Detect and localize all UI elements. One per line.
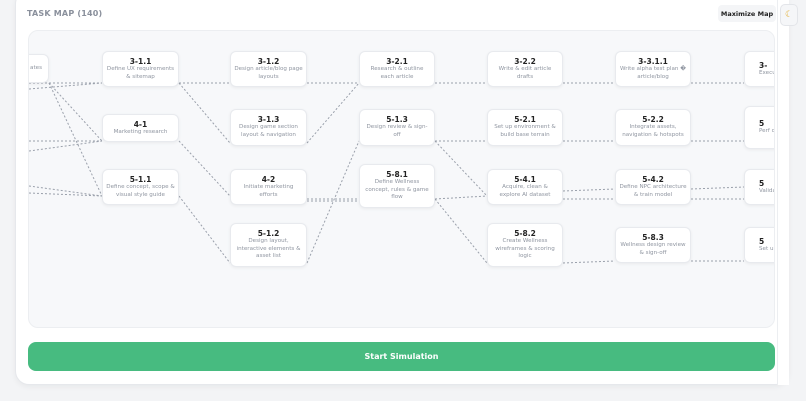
dependency-edge [562,188,616,192]
task-description: Define Wellness concept, rules & game fl… [365,179,429,201]
dependency-edge [178,140,231,197]
task-id: 5-2.2 [642,115,664,125]
dependency-edge [178,82,231,144]
dependency-edge [690,186,745,190]
task-description: Write alpha test plan � article/blog [620,65,686,80]
dependency-edge [306,82,360,144]
task-id: 5-8.1 [386,170,408,180]
task-id: 3-1.1 [129,56,152,66]
task-id: 4-2 [261,174,276,184]
task-description: Write & edit article drafts [498,65,552,80]
dependency-edge [562,260,616,264]
task-id: 5 [759,119,765,129]
task-id: 5-8.2 [514,229,536,239]
start-simulation-button[interactable]: Start Simulation [28,342,775,371]
dependency-edge [29,82,103,90]
dependency-edge [29,192,103,197]
task-description: Design article/blog page layouts [234,65,303,80]
task-id: 5 [759,236,765,246]
dependency-edge [434,140,488,197]
task-description: Execute regres [759,69,774,76]
moon-icon[interactable]: ☾ [780,4,798,26]
task-id: 4-1 [133,119,148,129]
task-id: 3-1.3 [257,115,280,125]
task-id: 3-1.2 [257,56,280,66]
scrollbar[interactable] [777,0,789,385]
task-id: 5 [759,178,765,188]
task-id: 3-2.1 [386,56,408,66]
task-id: 5-1.3 [386,115,408,125]
task-description: Design layout, interactive elements & as… [236,238,301,260]
task-node[interactable]: ates [29,54,49,83]
dependency-edge [434,198,488,264]
task-description: Wellness design review & sign-off [620,241,686,256]
task-description: ates [30,64,42,71]
task-id: 3-3.1.1 [638,56,668,66]
task-id: 5-1.2 [257,229,280,239]
task-description: Validat packag [759,187,774,194]
task-id: 5-1.1 [129,174,152,184]
task-node[interactable]: 5Validat packag [744,169,774,205]
dependency-edge [434,195,488,200]
task-description: Define UX requirements & sitemap [106,65,175,80]
task-description: Design game section layout & navigation [239,124,298,138]
dependency-edge [306,140,360,264]
task-description: Research & outline each article [370,65,424,80]
task-id: 3-2.2 [514,56,536,66]
task-description: Initiate marketing efforts [243,183,294,198]
task-id: 5-8.3 [642,232,664,242]
dependency-edge [48,82,103,142]
dependency-edge [29,185,103,197]
task-description: Acquire, clean & explore AI dataset [499,183,551,198]
task-description: Set up environment & build base terrain [494,124,556,138]
task-description: Define concept, scope & visual style gui… [106,183,175,198]
task-id: 5-4.1 [514,174,536,184]
task-id: 5-4.2 [642,174,664,184]
task-description: Integrate assets, navigation & hotspots [622,124,684,138]
task-description: Design review & sign-off [366,124,428,138]
task-node[interactable]: 3-Execute regres [744,51,774,87]
task-description: Create Wellness wireframes & scoring log… [495,238,555,260]
task-id: 5-2.1 [514,115,536,125]
task-description: Perf optimisa n [759,128,775,135]
task-description: Set up W engin [759,245,774,252]
dependency-edge [29,140,103,152]
task-description: Marketing research [113,128,168,135]
dependency-edge [178,195,231,264]
dependency-edge [48,82,103,197]
task-map-title: TASK MAP (140) [27,9,103,18]
task-id: 3- [759,60,768,70]
maximize-map-button[interactable]: Maximize Map [718,5,776,22]
dependency-edges [29,82,745,264]
task-description: Define NPC architecture & train model [619,183,687,198]
